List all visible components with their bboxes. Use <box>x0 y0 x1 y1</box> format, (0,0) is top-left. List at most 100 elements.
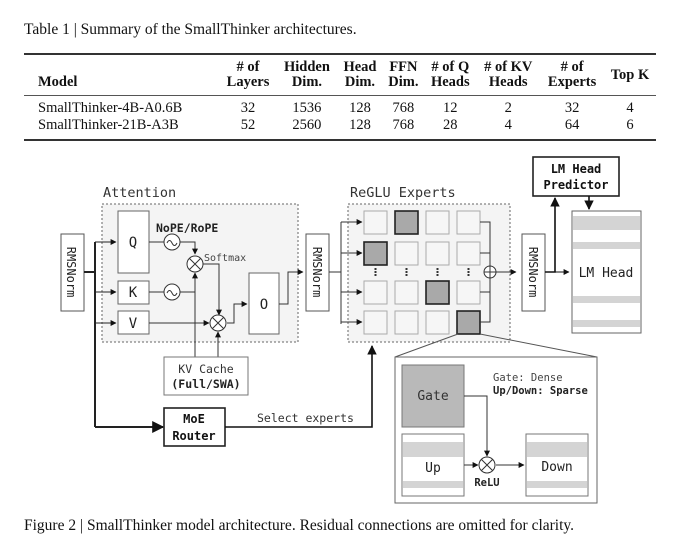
detail-wiring <box>464 395 525 468</box>
lm-head-stripes <box>573 216 640 327</box>
ellipsis-dot <box>467 268 470 270</box>
cell-hidden-dim: 1536 <box>292 100 322 116</box>
expert-grid <box>363 210 481 335</box>
q-label: Q <box>129 235 137 251</box>
cell-model: SmallThinker-21B-A3B <box>38 117 179 133</box>
cell-head-dim: 128 <box>349 100 371 116</box>
cell-q-heads: 28 <box>443 117 458 133</box>
o-label: O <box>260 297 268 313</box>
expert-active <box>394 210 419 235</box>
expert-active <box>456 310 481 335</box>
expert <box>456 280 481 305</box>
cell-experts: 32 <box>564 100 580 116</box>
pe-label: NoPE/RoPE <box>156 221 218 235</box>
cell-hidden-dim: 2560 <box>292 117 322 133</box>
down-label: Down <box>541 460 572 475</box>
figure-caption: Figure 2 | SmallThinker model architectu… <box>24 517 575 534</box>
sum-icon <box>483 265 497 279</box>
ellipsis-dot <box>436 274 439 276</box>
kv-cache-mode: (Full/SWA) <box>171 377 240 391</box>
select-experts-arrow <box>225 345 377 428</box>
rmsnorm-1-label: RMSNorm <box>64 247 78 298</box>
ellipsis-dot <box>436 271 439 273</box>
cell-head-dim: 128 <box>349 117 371 133</box>
down-stripe <box>527 481 587 488</box>
ellipsis-dot <box>405 268 408 270</box>
cell-model: SmallThinker-4B-A0.6B <box>38 100 183 116</box>
lm-head <box>571 210 642 334</box>
expert <box>425 241 450 266</box>
experts-label: ReGLU Experts <box>350 185 456 201</box>
rmsnorm-to-qkv-connectors <box>84 239 165 433</box>
experts-input-wiring <box>329 219 363 325</box>
cell-kv-heads: 2 <box>504 100 512 116</box>
softmax-label: Softmax <box>204 253 246 264</box>
cell-ffn-dim: 768 <box>392 117 415 133</box>
select-experts-label: Select experts <box>257 411 354 425</box>
expert <box>456 210 481 235</box>
ellipsis-dot <box>374 268 377 270</box>
expert <box>425 310 450 335</box>
cell-experts: 64 <box>564 117 580 133</box>
rope-icon <box>163 283 181 301</box>
v-label: V <box>129 316 138 332</box>
o-projection <box>248 272 280 335</box>
rope-icon <box>163 233 181 251</box>
cell-ffn-dim: 768 <box>392 100 415 116</box>
table-caption: Table 1 | Summary of the SmallThinker ar… <box>24 21 357 38</box>
router-label-1: MoE <box>183 412 205 426</box>
expert-active <box>425 280 450 305</box>
cell-top-k: 4 <box>626 100 634 116</box>
cell-layers: 32 <box>240 100 256 116</box>
zoom-connector-lines <box>394 333 598 358</box>
expert <box>394 310 419 335</box>
predictor-label-1: LM Head <box>551 162 602 176</box>
up-stripe <box>403 442 463 457</box>
ellipsis-dot <box>467 271 470 273</box>
note-gate: Gate: Dense <box>493 372 563 384</box>
header-model: Model <box>38 74 78 90</box>
table-row: SmallThinker-21B-A3B 52 2560 128 768 28 … <box>24 117 656 140</box>
expert <box>456 241 481 266</box>
note-up-down: Up/Down: Sparse <box>493 385 588 397</box>
ellipsis-dot <box>405 271 408 273</box>
multiply-icon <box>209 314 227 332</box>
ellipsis-dot <box>374 274 377 276</box>
lm-head-predictor <box>532 156 620 197</box>
rmsnorm-2-label: RMSNorm <box>310 247 324 298</box>
down-stripe <box>527 442 587 457</box>
header-top-k: Top K <box>610 66 650 83</box>
ellipsis-dot <box>467 274 470 276</box>
predictor-label-2: Predictor <box>543 178 608 192</box>
expert <box>363 310 388 335</box>
expert <box>363 210 388 235</box>
multiply-icon <box>186 255 204 273</box>
multiply-icon <box>478 456 496 474</box>
expert <box>425 210 450 235</box>
cell-kv-heads: 4 <box>504 117 512 133</box>
gate-block <box>401 364 465 428</box>
lm-head-wiring <box>545 196 594 275</box>
kv-cache <box>163 356 249 396</box>
expert-active <box>363 241 388 266</box>
table-row: SmallThinker-4B-A0.6B 32 1536 128 768 12… <box>24 96 656 118</box>
cell-q-heads: 12 <box>443 100 458 116</box>
relu-label: ReLU <box>474 477 499 489</box>
expert <box>394 241 419 266</box>
ellipsis-dot <box>436 268 439 270</box>
up-label: Up <box>425 461 441 476</box>
cell-layers: 52 <box>240 117 256 133</box>
ellipsis-dot <box>405 274 408 276</box>
moe-router <box>163 407 226 447</box>
ellipsis-dot <box>374 271 377 273</box>
attention-label: Attention <box>103 185 176 201</box>
